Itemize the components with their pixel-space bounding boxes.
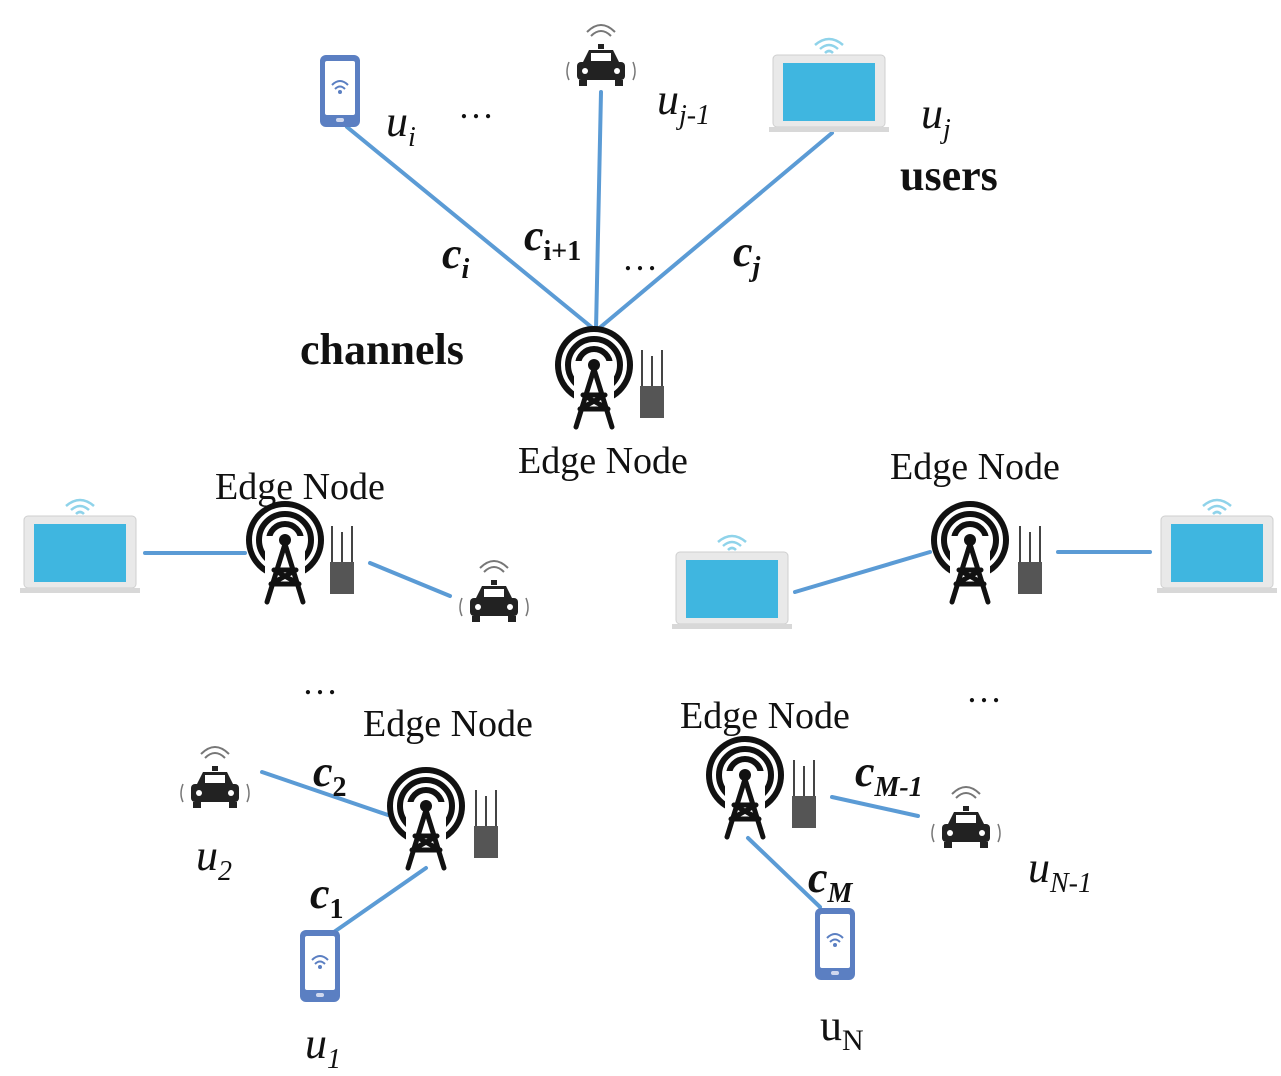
links [143, 90, 1152, 934]
link-right-laptop [793, 550, 932, 594]
link-uN-1 [830, 795, 920, 818]
ellipsis-channels: … [622, 238, 660, 278]
label-u-N-1: uN-1 [1028, 843, 1092, 899]
label-c-j: cj [733, 227, 761, 283]
edge-node-label-right: Edge Node [890, 446, 1060, 488]
edge-node-label-bottom-right: Edge Node [680, 695, 850, 737]
edge-node-label-left: Edge Node [215, 466, 385, 508]
label-u-i: ui [386, 97, 416, 153]
server-icon [1017, 525, 1043, 595]
phone-icon [299, 929, 341, 1003]
car-icon [459, 560, 529, 623]
label-c-i-plus-1: ci+1 [524, 211, 582, 267]
link-u2 [260, 770, 390, 817]
users-label: users [900, 151, 998, 200]
edge-node-label-bottom-left: Edge Node [363, 703, 533, 745]
car-icon [566, 24, 636, 87]
label-u-2: u2 [196, 831, 232, 887]
laptop-icon [672, 536, 792, 629]
laptop-icon [20, 500, 140, 593]
link-uj-channel [595, 131, 834, 332]
ellipsis-top: … [458, 86, 496, 126]
link-ui-channel [345, 125, 597, 332]
label-c-1: c1 [310, 869, 344, 925]
server-icon [639, 349, 665, 419]
channels-label: channels [300, 325, 464, 374]
laptop-icon [769, 39, 889, 132]
server-icon [329, 525, 355, 595]
label-u-j-1: uj-1 [657, 75, 711, 131]
edge-node-label-top: Edge Node [518, 440, 688, 482]
label-c-M-1: cM-1 [855, 747, 923, 803]
ellipsis-left: … [302, 662, 340, 702]
tower-icon [249, 504, 321, 602]
tower-icon [558, 329, 630, 427]
link-u1 [332, 866, 428, 934]
phone-icon [814, 907, 856, 981]
link-uN [746, 836, 822, 909]
laptop-icon [1157, 500, 1277, 593]
tower-icon [934, 504, 1006, 602]
server-icon [791, 759, 817, 829]
phone-icon [319, 54, 361, 128]
label-c-2: c2 [313, 747, 347, 803]
car-icon [180, 746, 250, 809]
link-uj1-channel [594, 90, 603, 332]
label-u-j: uj [921, 89, 951, 145]
server-icon [473, 789, 499, 859]
label-u-1: u1 [305, 1019, 341, 1075]
tower-icon [709, 739, 781, 837]
label-c-M: cM [808, 853, 853, 909]
link-left-car [368, 561, 452, 598]
ellipsis-right: … [966, 670, 1004, 710]
tower-icon [390, 770, 462, 868]
car-icon [931, 786, 1001, 849]
label-c-i: ci [442, 229, 470, 285]
label-u-N: uN [820, 1001, 864, 1057]
